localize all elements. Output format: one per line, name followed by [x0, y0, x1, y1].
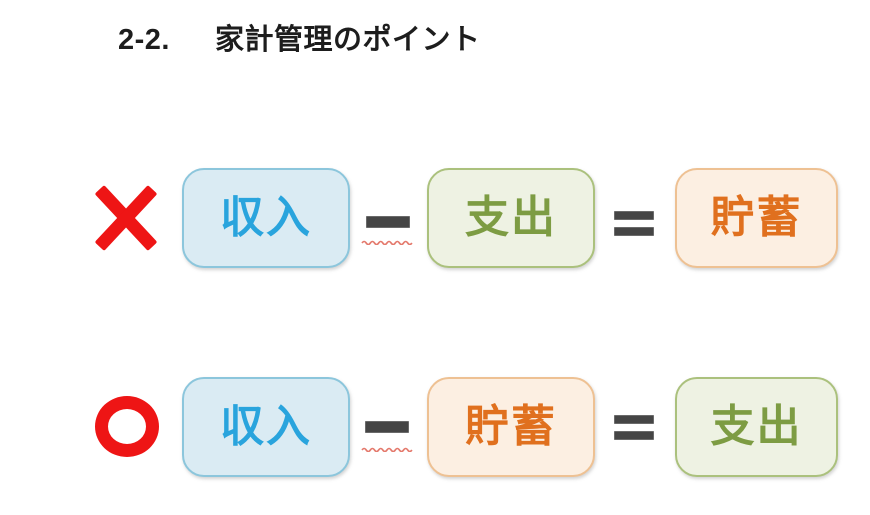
box-label: 貯蓄 — [710, 193, 803, 242]
equals-stroke — [614, 415, 654, 424]
box-label: 支出 — [710, 402, 803, 451]
title-number: 2-2. — [118, 24, 170, 56]
box-savings: 貯蓄 — [675, 168, 838, 268]
box-savings: 貯蓄 — [427, 377, 595, 477]
page-title: 2-2. 家計管理のポイント — [118, 16, 481, 58]
equals-operator — [614, 211, 654, 236]
equals-stroke — [614, 227, 654, 236]
box-label: 支出 — [465, 193, 557, 242]
red-squiggle-underline — [361, 447, 413, 452]
minus-operator — [366, 216, 410, 228]
equals-stroke — [614, 431, 654, 440]
box-expenses: 支出 — [427, 168, 595, 268]
title-text: 家計管理のポイント — [214, 24, 481, 56]
equals-stroke — [614, 211, 654, 220]
box-label: 収入 — [220, 402, 312, 451]
box-expenses: 支出 — [675, 377, 838, 477]
box-label: 貯蓄 — [465, 402, 557, 451]
equals-operator — [614, 415, 654, 440]
box-label: 収入 — [220, 193, 312, 242]
circle-mark-icon — [95, 396, 159, 457]
box-income: 収入 — [182, 377, 350, 477]
minus-operator — [365, 421, 409, 433]
cross-mark-icon — [94, 185, 158, 251]
box-income: 収入 — [182, 168, 350, 268]
red-squiggle-underline — [361, 240, 413, 245]
